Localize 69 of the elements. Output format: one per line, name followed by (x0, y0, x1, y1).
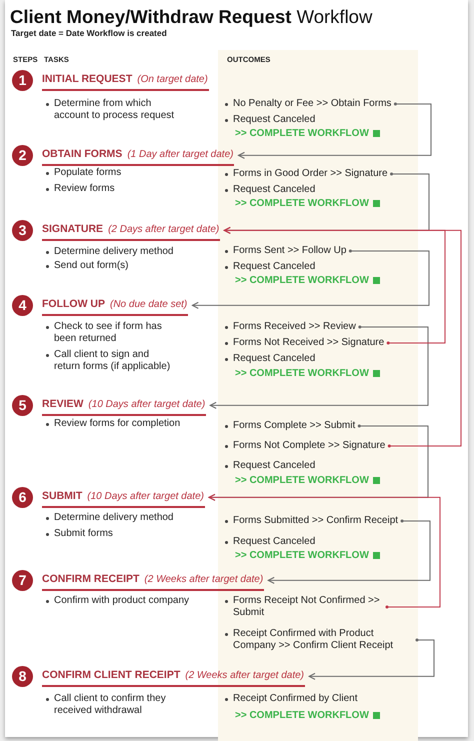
step-title: REVIEW (42, 397, 84, 412)
step-heading (42, 147, 234, 166)
connector-arrow (308, 638, 434, 680)
outcome-text: No Penalty or Fee >> Obtain Forms (233, 98, 392, 110)
connector-arrow (268, 520, 430, 584)
step-due-date: (On target date) (137, 73, 208, 87)
task-text: Review forms (54, 183, 115, 195)
complete-workflow-text: >> COMPLETE WORKFLOW (235, 127, 369, 141)
outcome-text: Receipt Confirmed with Product Company >> Confirm Client Receipt (233, 628, 413, 652)
step-due-date: (No due date set) (110, 298, 188, 312)
complete-workflow-text: >> COMPLETE WORKFLOW (235, 549, 369, 563)
task-text: Check to see if form has been returned (54, 321, 163, 345)
complete-workflow-text: >> COMPLETE WORKFLOW (235, 274, 369, 288)
outcome-text: Forms Submitted >> Confirm Receipt (233, 515, 398, 527)
step-due-date: (2 Weeks after target date) (185, 669, 304, 683)
outcome-text: Forms Received >> Review (233, 321, 356, 333)
step-title: INITIAL REQUEST (42, 72, 132, 87)
complete-workflow-text: >> COMPLETE WORKFLOW (235, 474, 369, 488)
outcome-text: Forms Complete >> Submit (233, 420, 356, 432)
outcome-text: Forms Receipt Not Confirmed >> Submit (233, 595, 383, 619)
connector-arrow (210, 326, 428, 409)
step-title: CONFIRM RECEIPT (42, 572, 140, 587)
task-text: Call client to confirm they received withdrawal (54, 693, 167, 717)
outcome-text: Request Canceled (233, 536, 316, 548)
step-heading (42, 222, 220, 241)
step-heading (42, 572, 264, 591)
connector-arrow (192, 250, 430, 309)
task-text: Determine delivery method (54, 246, 174, 258)
task-text: Review forms for completion (54, 418, 180, 430)
connector-arrow (208, 494, 440, 608)
connector-arrow (224, 226, 462, 448)
step-heading (42, 72, 209, 91)
subtitle: Target date = Date Workflow is created (11, 27, 167, 40)
task-text: Populate forms (54, 167, 122, 179)
step-title: FOLLOW UP (42, 297, 105, 312)
outcome-text: Request Canceled (233, 353, 316, 365)
task-text: Submit forms (54, 528, 113, 540)
outcome-text: Request Canceled (233, 460, 316, 472)
step-due-date: (1 Day after target date) (127, 148, 234, 162)
outcome-text: Forms Not Received >> Signature (233, 337, 384, 349)
connector-arrow (238, 102, 432, 159)
task-text: Determine from which account to process request (54, 98, 176, 122)
task-text: Determine delivery method (54, 512, 174, 524)
step-title: OBTAIN FORMS (42, 147, 122, 162)
step-due-date: (10 Days after target date) (88, 398, 206, 412)
step-title: SUBMIT (42, 489, 82, 504)
outcome-text: Request Canceled (233, 261, 316, 273)
task-text: Send out form(s) (54, 260, 128, 272)
task-text: Confirm with product company (54, 595, 190, 607)
step-due-date: (2 Days after target date) (108, 223, 220, 237)
task-text: Call client to sign and return forms (if applicable) (54, 349, 172, 373)
outcome-text: Forms in Good Order >> Signature (233, 168, 388, 180)
step-heading (42, 668, 306, 687)
step-title: SIGNATURE (42, 222, 104, 237)
step-heading (42, 297, 188, 316)
complete-workflow-text: >> COMPLETE WORKFLOW (235, 709, 369, 723)
step-heading (42, 397, 206, 416)
step-heading (42, 489, 205, 508)
outcome-text: Request Canceled (233, 114, 316, 126)
outcome-text: Forms Not Complete >> Signature (233, 440, 386, 452)
outcome-text: Receipt Confirmed by Client (233, 693, 358, 705)
step-due-date: (2 Weeks after target date) (144, 573, 264, 587)
outcome-text: Request Canceled (233, 184, 316, 196)
complete-workflow-text: >> COMPLETE WORKFLOW (235, 197, 369, 211)
complete-workflow-text: >> COMPLETE WORKFLOW (235, 367, 369, 381)
step-due-date: (10 Days after target date) (87, 490, 204, 504)
outcome-text: Forms Sent >> Follow Up (233, 245, 346, 257)
step-title: CONFIRM CLIENT RECEIPT (42, 668, 180, 683)
title: Client Money/Withdraw Request Workflow (10, 5, 372, 29)
